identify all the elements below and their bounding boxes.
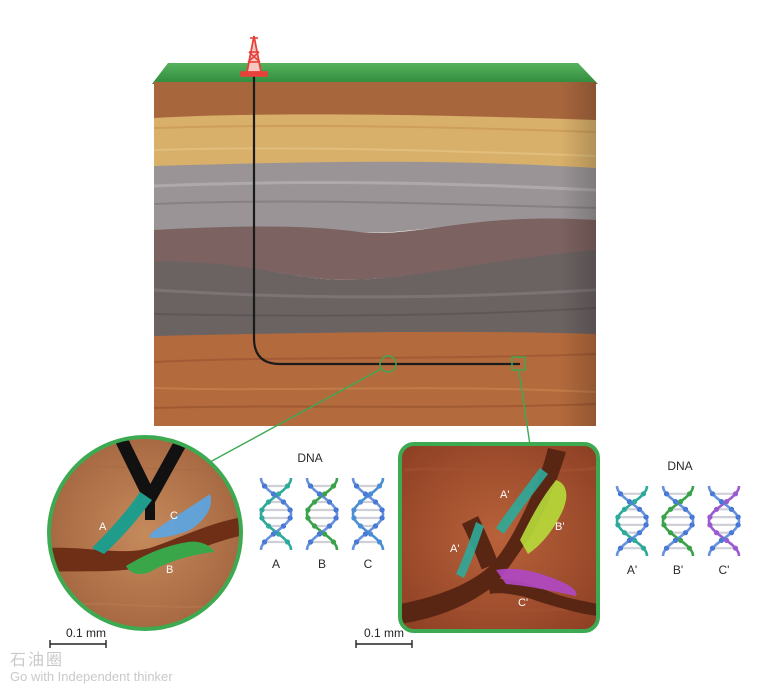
fracture-A xyxy=(92,492,152,554)
left-dna-strand: C xyxy=(351,477,385,571)
layer-sandstone xyxy=(154,114,596,170)
right-scale-label: 0.1 mm xyxy=(364,626,404,640)
right-dna-title: DNA xyxy=(667,459,692,473)
fracture-B xyxy=(126,541,214,574)
right-fracture-label-B-prime: B' xyxy=(555,521,564,533)
heel-marker xyxy=(379,355,397,373)
left-dna-strand: A xyxy=(259,477,293,571)
watermark-english: Go with Independent thinker xyxy=(10,669,173,685)
layer-reservoir xyxy=(154,331,596,426)
left-fracture-label-C: C xyxy=(170,510,178,522)
left-fracture-label-A: A xyxy=(99,521,107,533)
left-dna-strand: B xyxy=(305,477,339,571)
right-dna-strands: A' B' C' xyxy=(615,485,741,577)
left-dna-group: DNA A B C xyxy=(259,451,385,571)
layer-grey-shale xyxy=(154,161,596,233)
right-dna-strand: C' xyxy=(707,485,741,577)
left-scale-bar: 0.1 mm xyxy=(49,626,107,648)
right-dna-label: A' xyxy=(627,563,637,577)
drilling-rig-icon xyxy=(240,35,268,77)
right-scale-bar: 0.1 mm xyxy=(355,626,413,648)
fracture-C xyxy=(150,494,212,538)
right-dna-strand: A' xyxy=(615,485,649,577)
ground-surface xyxy=(152,63,598,84)
left-inset: A C B xyxy=(47,435,243,631)
left-dna-title: DNA xyxy=(297,451,322,465)
right-dna-group: DNA A' B' C' xyxy=(615,459,741,577)
left-dna-strands: A B C xyxy=(259,477,385,571)
left-dna-label: A xyxy=(272,557,280,571)
right-fracture-label-A-prime-upper: A' xyxy=(500,489,509,501)
watermark-chinese: 石油圈 xyxy=(10,652,65,669)
right-inset: A' A' B' C' xyxy=(398,442,600,633)
horizontal-well xyxy=(252,72,520,366)
toe-marker xyxy=(511,356,526,371)
right-dna-label: C' xyxy=(719,563,730,577)
rock-block xyxy=(152,63,598,426)
left-main-fracture xyxy=(49,516,241,572)
right-fracture-label-C-prime: C' xyxy=(518,597,528,609)
right-fracture-label-A-prime-lower: A' xyxy=(450,543,459,555)
left-dna-label: B xyxy=(318,557,326,571)
fracture-A-prime-lower xyxy=(456,522,484,578)
callout-connectors xyxy=(209,355,531,463)
layer-brown-shale xyxy=(154,218,596,280)
left-dna-label: C xyxy=(364,557,373,571)
fracture-C-prime xyxy=(496,568,577,596)
right-dna-label: B' xyxy=(673,563,683,577)
fracture-A-prime-upper xyxy=(496,468,548,534)
watermark: 石油圈 Go with Independent thinker xyxy=(10,652,173,685)
fracture-B-prime xyxy=(520,480,567,554)
left-scale-label: 0.1 mm xyxy=(66,626,106,640)
left-fracture-label-B: B xyxy=(166,564,173,576)
right-fracture-network xyxy=(400,448,566,624)
right-dna-strand: B' xyxy=(661,485,695,577)
